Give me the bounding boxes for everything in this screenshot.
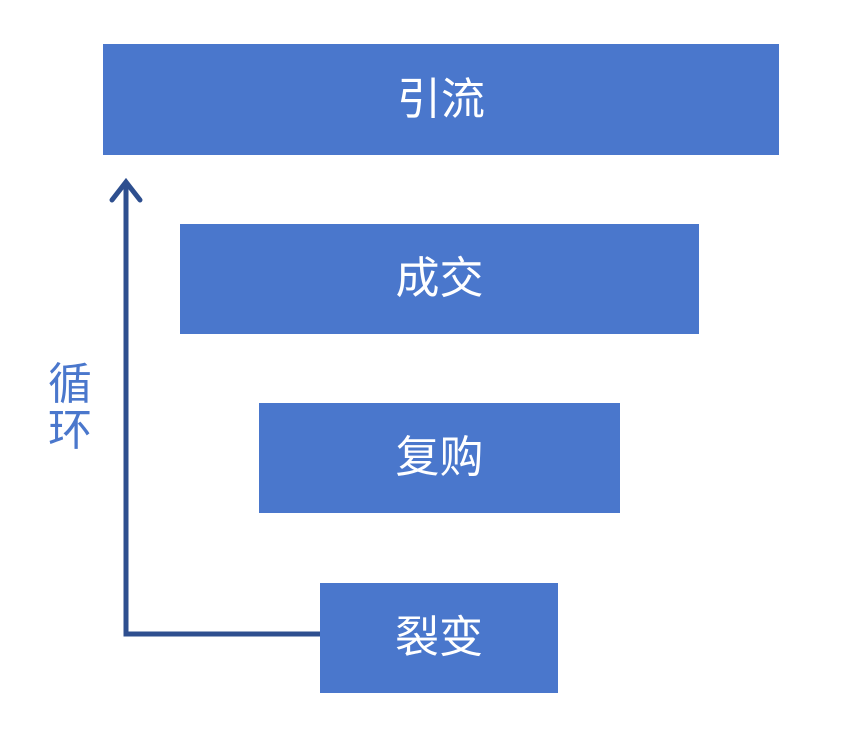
funnel-step-repurchase: 复购 <box>259 403 620 513</box>
cycle-label-char: 环 <box>48 405 92 457</box>
cycle-arrow-head <box>109 177 143 203</box>
funnel-step-label: 引流 <box>397 73 485 125</box>
cycle-label: 循 环 <box>40 359 100 457</box>
funnel-step-label: 裂变 <box>395 612 483 663</box>
funnel-step-fission: 裂变 <box>320 583 558 693</box>
funnel-step-label: 复购 <box>395 432 484 483</box>
funnel-step-attract: 引流 <box>103 44 779 155</box>
funnel-step-label: 成交 <box>395 253 484 304</box>
cycle-label-char: 循 <box>48 359 92 410</box>
cycle-arrow-line <box>123 184 320 637</box>
funnel-step-convert: 成交 <box>180 224 699 334</box>
